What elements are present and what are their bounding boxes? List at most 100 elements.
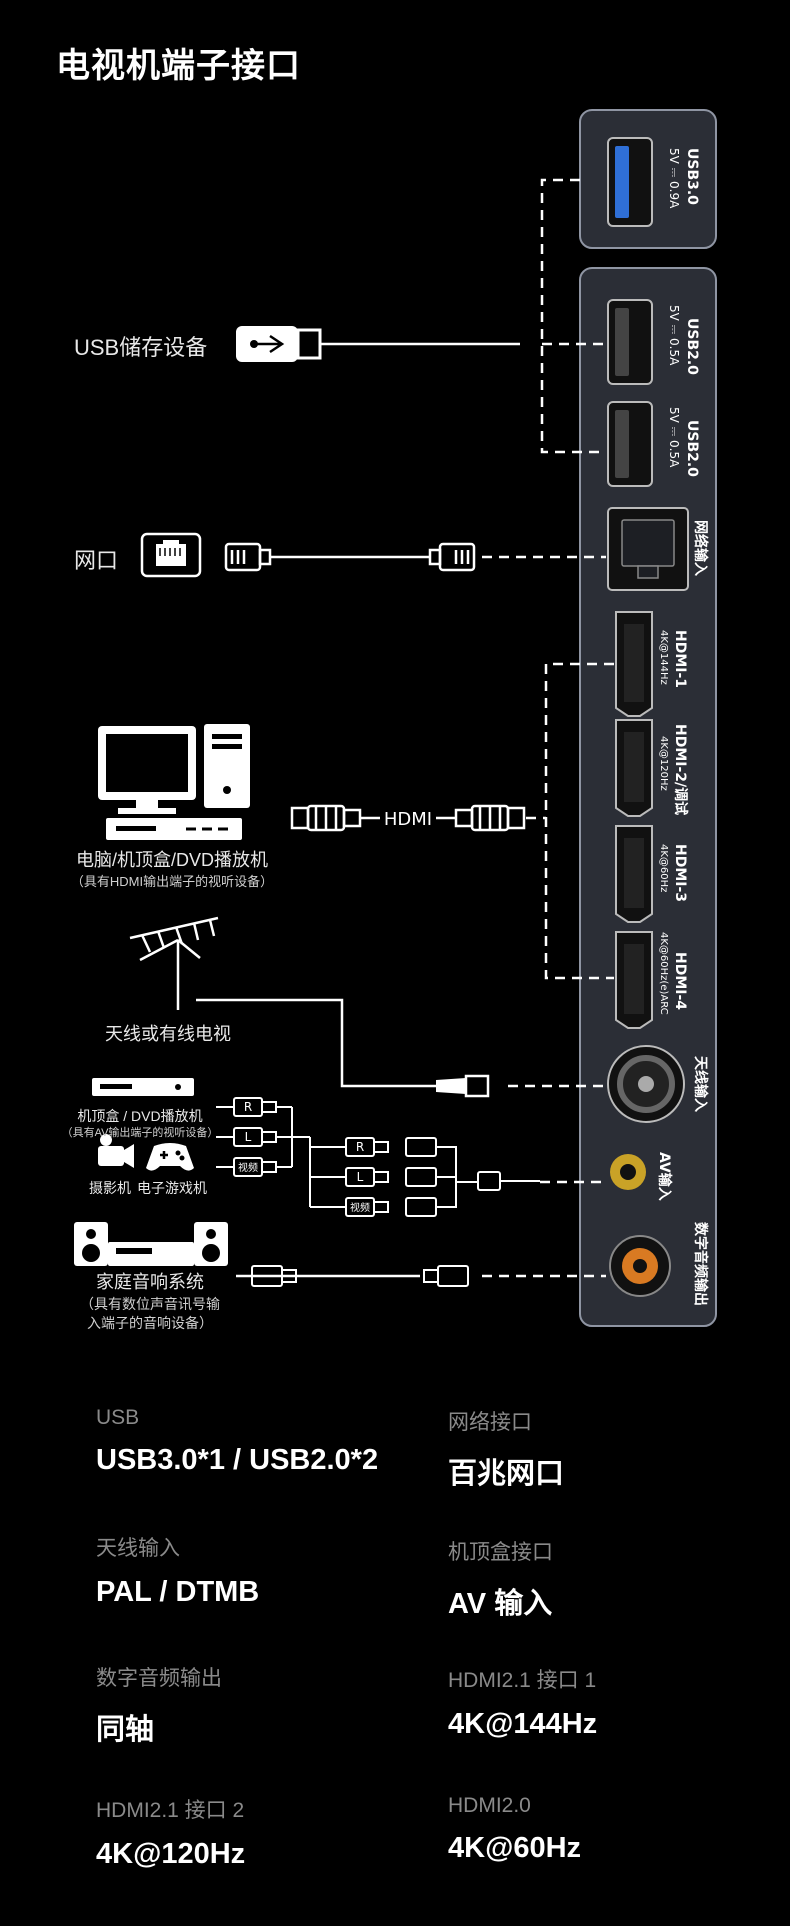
hdmi-port-3[interactable] — [615, 825, 653, 923]
console-label: 电子游戏机 — [137, 1180, 207, 1196]
home-audio-note-2: 入端子的音响设备） — [87, 1315, 213, 1331]
antenna-plug-icon — [436, 1074, 490, 1098]
hdmi-dashed-bus — [544, 662, 614, 980]
spec-value: 同轴 — [96, 1714, 155, 1746]
pc-note: （具有HDMI输出端子的视听设备） — [70, 874, 274, 889]
tv-antenna-icon — [129, 916, 219, 1010]
antenna-label: 天线或有线电视 — [105, 1024, 231, 1044]
coax-audio-port[interactable] — [609, 1235, 671, 1297]
camcorder-label: 摄影机 — [89, 1180, 131, 1196]
gamepad-icon — [146, 1143, 194, 1171]
set-top-box-icon — [92, 1078, 194, 1096]
spec-digital-audio: 数字音频输出 同轴 — [96, 1662, 396, 1748]
monitor-icon — [98, 726, 196, 814]
rca-merge-lines-mid — [309, 1137, 346, 1208]
home-audio-label: 家庭音响系统 — [96, 1272, 204, 1292]
plug-label-r-mid: R — [356, 1140, 364, 1154]
spec-value: 4K@120Hz — [96, 1838, 246, 1870]
port-label-av: AV输入 — [656, 1152, 673, 1201]
page-title: 电视机端子接口 — [56, 47, 301, 85]
usb2-port-1[interactable] — [607, 299, 653, 385]
pc-label: 电脑/机顶盒/DVD播放机 — [75, 850, 269, 870]
spec-key: HDMI2.1 接口 2 — [96, 1799, 245, 1822]
hdmi-port-4[interactable] — [615, 931, 653, 1029]
plug-label-video-left: 视频 — [238, 1161, 258, 1174]
hdmi-cable-label: HDMI — [384, 809, 432, 830]
port-label-hdmi3: HDMI-3 — [672, 844, 688, 902]
hdmi-port-2[interactable] — [615, 719, 653, 817]
port-sub-hdmi3: 4K@60Hz — [658, 844, 669, 892]
plug-label-r-left: R — [244, 1100, 252, 1114]
rca-plug-r-mid — [345, 1137, 389, 1157]
antenna-port[interactable] — [607, 1045, 685, 1123]
spec-network: 网络接口 百兆网口 — [448, 1406, 748, 1492]
speaker-left-icon — [74, 1222, 108, 1266]
spec-key: USB — [96, 1406, 140, 1429]
spec-key: 网络接口 — [448, 1411, 532, 1434]
lan-jack-icon — [140, 532, 202, 578]
port-sub-hdmi2: 4K@120Hz — [658, 736, 669, 791]
port-label-usb2-1: USB2.0 — [684, 318, 700, 375]
port-sub-usb3: 5V ⎓ 0.9A — [667, 148, 681, 209]
port-label-usb2-2: USB2.0 — [684, 420, 700, 477]
coax-plug-left-icon — [251, 1265, 297, 1287]
ethernet-port[interactable] — [607, 507, 689, 591]
amplifier-icon — [108, 1242, 194, 1266]
antenna-cable — [196, 998, 436, 1088]
port-sub-hdmi4: 4K@60Hz(e)ARC — [658, 932, 669, 1015]
port-label-coax: 数字音频输出 — [692, 1222, 709, 1306]
rca-plug-r-left — [233, 1097, 292, 1117]
network-label: 网口 — [74, 548, 119, 573]
spec-hdmi-2: HDMI2.1 接口 2 4K@120Hz — [96, 1794, 396, 1871]
speaker-right-icon — [194, 1222, 228, 1266]
rca-plug-right-col — [405, 1137, 540, 1217]
plug-label-l-left: L — [245, 1130, 252, 1144]
rca-merge-lines-left — [216, 1106, 310, 1168]
port-sub-usb2-1: 5V ⎓ 0.5A — [667, 305, 681, 366]
usb3-dashed-link — [540, 178, 606, 454]
dvd-player-icon — [106, 818, 242, 840]
spec-hdmi-1: HDMI2.1 接口 1 4K@144Hz — [448, 1664, 748, 1741]
spec-value: PAL / DTMB — [96, 1576, 260, 1608]
port-sub-usb2-2: 5V ⎓ 0.5A — [667, 407, 681, 468]
spec-usb: USB USB3.0*1 / USB2.0*2 — [96, 1406, 396, 1477]
hdmi-port-1[interactable] — [615, 611, 653, 717]
home-audio-note-1: （具有数位声音讯号输 — [80, 1296, 220, 1312]
port-label-hdmi4: HDMI-4 — [672, 952, 688, 1010]
usb-storage-label: USB储存设备 — [74, 335, 208, 360]
pc-tower-icon — [204, 724, 250, 808]
spec-value: AV 输入 — [448, 1588, 553, 1620]
spec-hdmi-20: HDMI2.0 4K@60Hz — [448, 1794, 748, 1865]
spec-key: 机顶盒接口 — [448, 1541, 553, 1564]
port-label-hdmi1: HDMI-1 — [672, 630, 688, 688]
spec-stb: 机顶盒接口 AV 输入 — [448, 1536, 748, 1622]
coax-plug-right-icon — [423, 1265, 469, 1287]
port-sub-hdmi1: 4K@144Hz — [658, 630, 669, 685]
spec-key: 数字音频输出 — [96, 1667, 222, 1690]
port-label-ethernet: 网络输入 — [692, 520, 709, 576]
plug-label-l-mid: L — [357, 1170, 364, 1184]
port-label-usb3: USB3.0 — [684, 148, 700, 205]
spec-key: HDMI2.1 接口 1 — [448, 1669, 597, 1692]
stb-label: 机顶盒 / DVD播放机 — [77, 1108, 203, 1124]
port-label-antenna: 天线输入 — [692, 1056, 709, 1112]
connection-diagram: USB3.0 5V ⎓ 0.9A USB2.0 5V ⎓ 0.5A USB2.0… — [74, 109, 717, 1327]
spec-key: 天线输入 — [96, 1537, 180, 1560]
av-input-port[interactable] — [610, 1154, 646, 1190]
spec-value: USB3.0*1 / USB2.0*2 — [96, 1444, 379, 1476]
spec-value: 4K@60Hz — [448, 1832, 582, 1864]
hdmi-plug-right-icon — [454, 804, 526, 832]
spec-antenna: 天线输入 PAL / DTMB — [96, 1532, 396, 1609]
spec-value: 4K@144Hz — [448, 1708, 598, 1740]
hdmi-plug-left-icon — [290, 804, 362, 832]
usb-stick-icon — [236, 326, 322, 362]
camcorder-icon — [98, 1134, 134, 1168]
usb3-port[interactable] — [607, 137, 653, 227]
port-label-hdmi2: HDMI-2/调试 — [672, 724, 689, 815]
spec-key: HDMI2.0 — [448, 1794, 531, 1817]
usb2-port-2[interactable] — [607, 401, 653, 487]
rca-plug-l-left — [233, 1127, 292, 1147]
plug-label-video-mid: 视频 — [350, 1201, 370, 1214]
rca-plug-l-mid — [345, 1167, 389, 1187]
